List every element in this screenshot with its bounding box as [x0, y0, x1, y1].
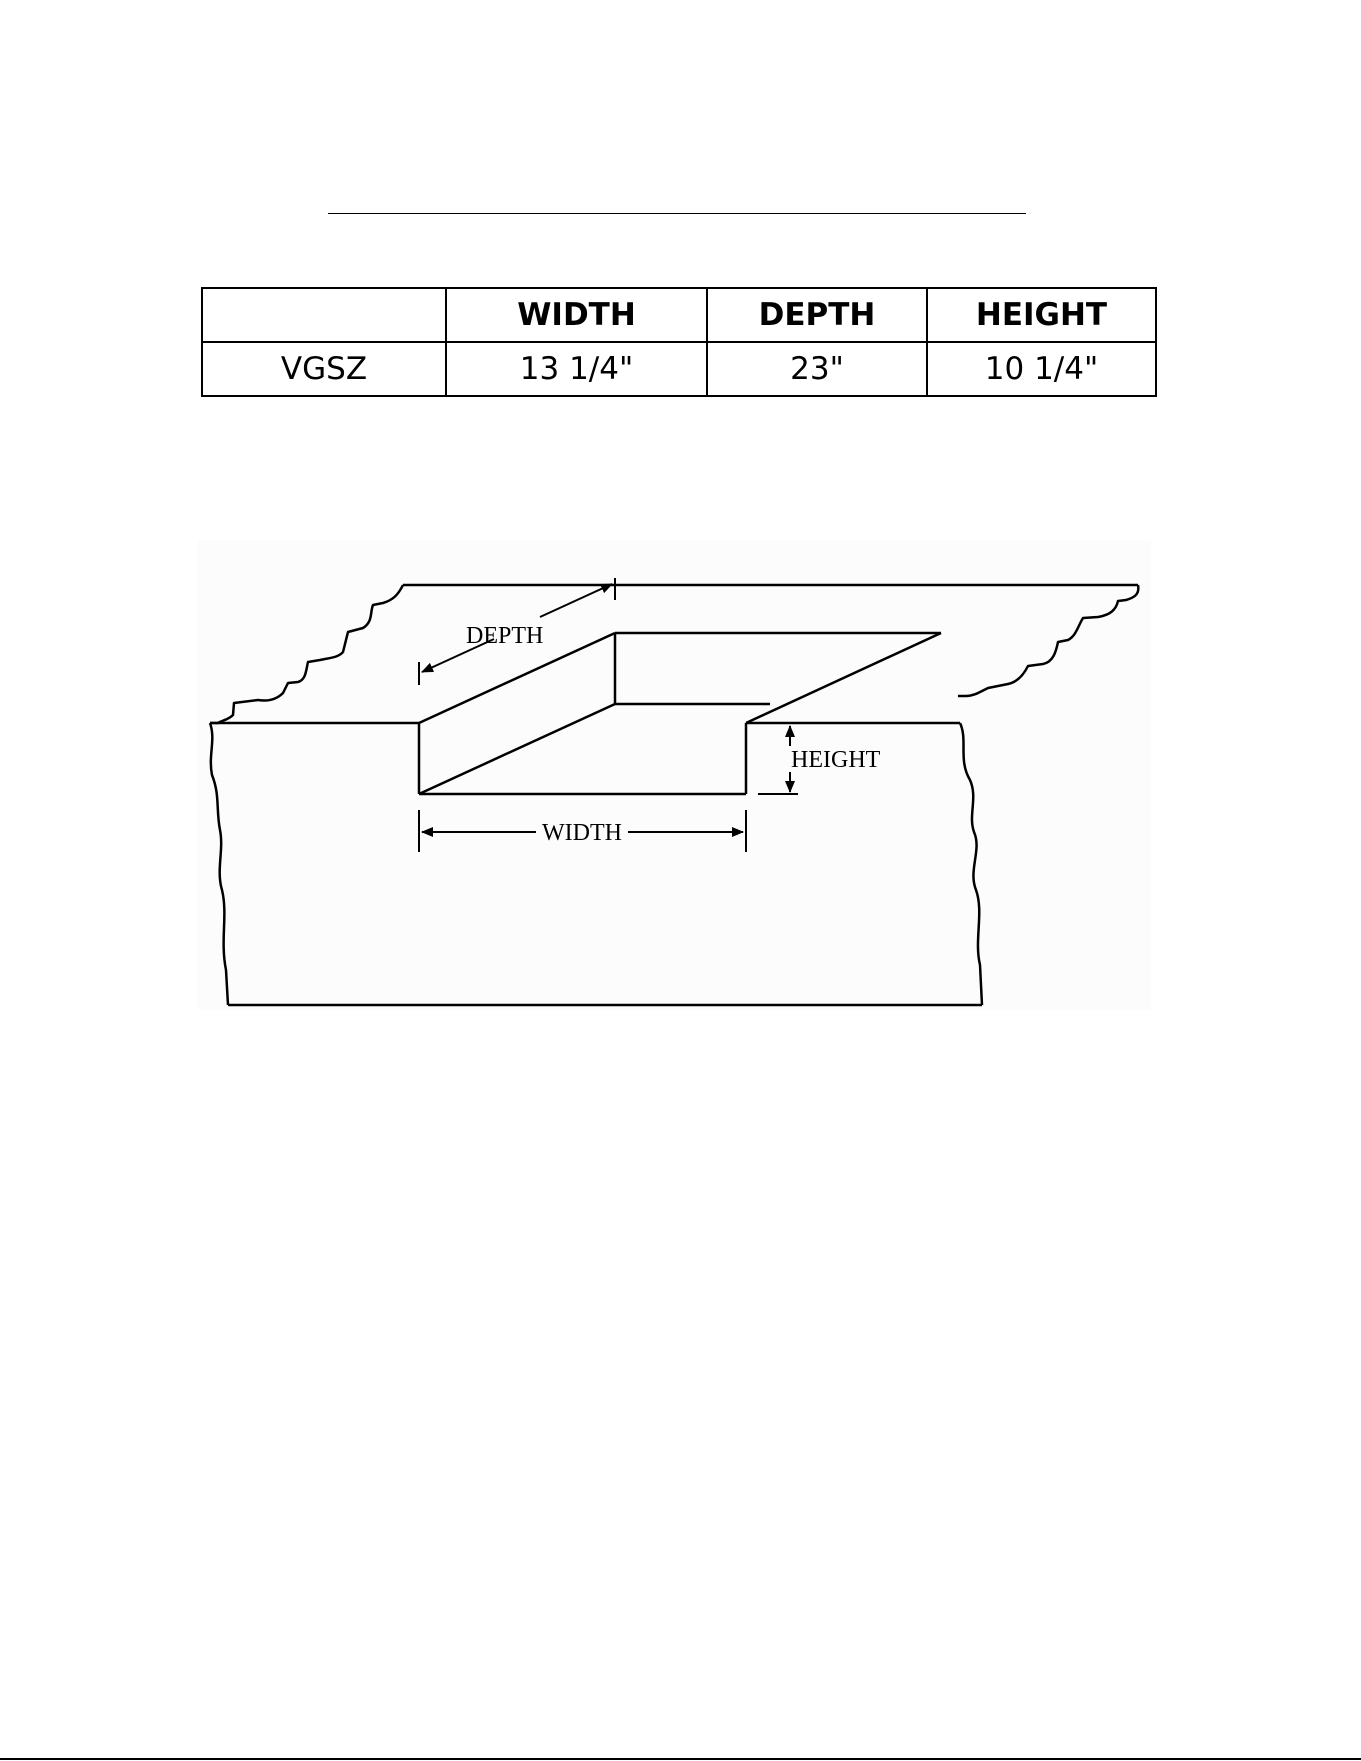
- table-cell-height: 10 1/4": [927, 342, 1156, 396]
- depth-label: DEPTH: [466, 623, 543, 649]
- cutout-diagram: DEPTH HEIGHT WIDTH: [198, 540, 1151, 1010]
- height-label: HEIGHT: [791, 747, 881, 773]
- cutout-floor-diagonal: [419, 704, 615, 794]
- table-cell-depth: 23": [707, 342, 927, 396]
- table-header-depth: DEPTH: [707, 288, 927, 342]
- page-bottom-rule: [0, 1758, 1361, 1760]
- table-row: VGSZ 13 1/4" 23" 10 1/4": [202, 342, 1156, 396]
- table-header-width: WIDTH: [446, 288, 707, 342]
- table-header-height: HEIGHT: [927, 288, 1156, 342]
- counter-right-break: [958, 585, 1138, 696]
- counter-right-side: [960, 723, 982, 1005]
- cutout-right-top-diagonal: [746, 633, 941, 723]
- counter-left-side: [210, 723, 228, 1005]
- dimensions-table: WIDTH DEPTH HEIGHT VGSZ 13 1/4" 23" 10 1…: [201, 287, 1157, 397]
- table-header-blank: [202, 288, 446, 342]
- width-label: WIDTH: [542, 820, 622, 846]
- table-cell-width: 13 1/4": [446, 342, 707, 396]
- table-cell-model: VGSZ: [202, 342, 446, 396]
- counter-left-break: [210, 585, 403, 723]
- depth-arrow-upper: [540, 584, 612, 617]
- table-header-row: WIDTH DEPTH HEIGHT: [202, 288, 1156, 342]
- cutout-diagram-svg: DEPTH HEIGHT WIDTH: [198, 540, 1151, 1010]
- title-underline: [328, 213, 1026, 214]
